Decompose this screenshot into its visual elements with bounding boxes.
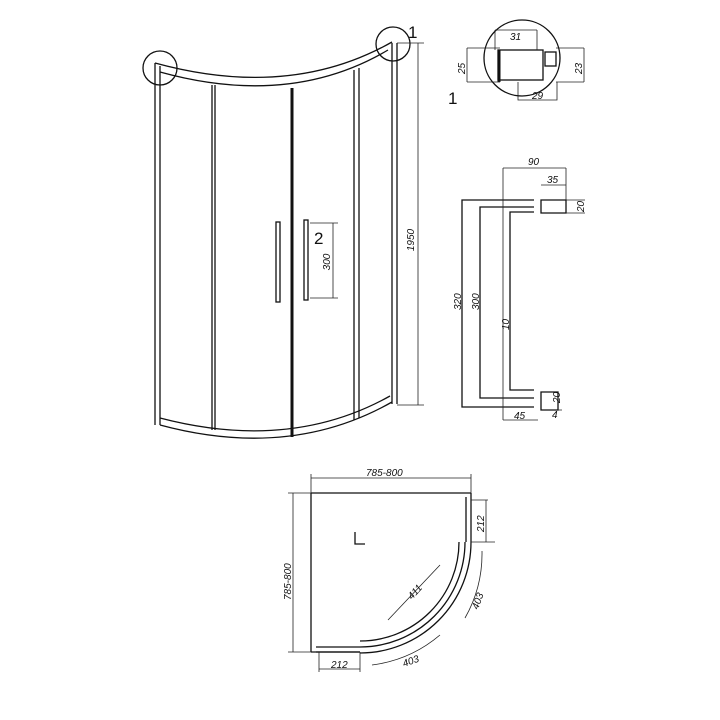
handle-detail: 90 35 20 320 300 10 20 4 45 [453,157,587,422]
detail-callout-1: 1 [448,89,457,108]
door-opening-dimension: 411 [406,583,425,602]
dim-left: 25 [457,62,468,75]
plan-view: 785-800 785-800 212 212 411 403 403 [283,468,495,672]
plan-width-dimension: 785-800 [366,468,403,479]
dim-offset: 45 [514,411,526,422]
dim-overall: 320 [453,293,464,310]
dim-mount-top: 20 [576,200,587,213]
dim-mount-width: 35 [547,175,559,186]
dim-mount-bottom: 20 [552,391,563,404]
handle-length-dimension: 300 [322,253,333,270]
callout-2: 2 [314,229,323,248]
side-panel-right-dimension: 212 [476,515,487,533]
detail-1-profile: 31 25 23 29 1 [448,19,585,108]
dim-top: 31 [510,32,521,43]
front-view: 1950 1 2 300 [142,23,424,439]
left-door-handle [275,221,281,303]
plan-depth-dimension: 785-800 [283,563,294,600]
right-door-handle [303,219,309,301]
corner-mark [354,532,365,545]
dim-bottom: 29 [531,91,544,102]
dim-centers: 300 [471,293,482,310]
side-panel-bottom-dimension: 212 [330,660,348,671]
detail-callout-circle [142,50,178,86]
height-dimension: 1950 [406,228,417,251]
dim-bar: 10 [501,318,512,330]
dim-gap: 4 [552,410,558,421]
arc-right-dimension: 403 [470,591,486,611]
dim-right: 23 [574,62,585,75]
arc-bottom-dimension: 403 [401,654,421,670]
dim-depth: 90 [528,157,540,168]
callout-1: 1 [408,23,417,42]
detail-callout-circle [375,26,411,62]
